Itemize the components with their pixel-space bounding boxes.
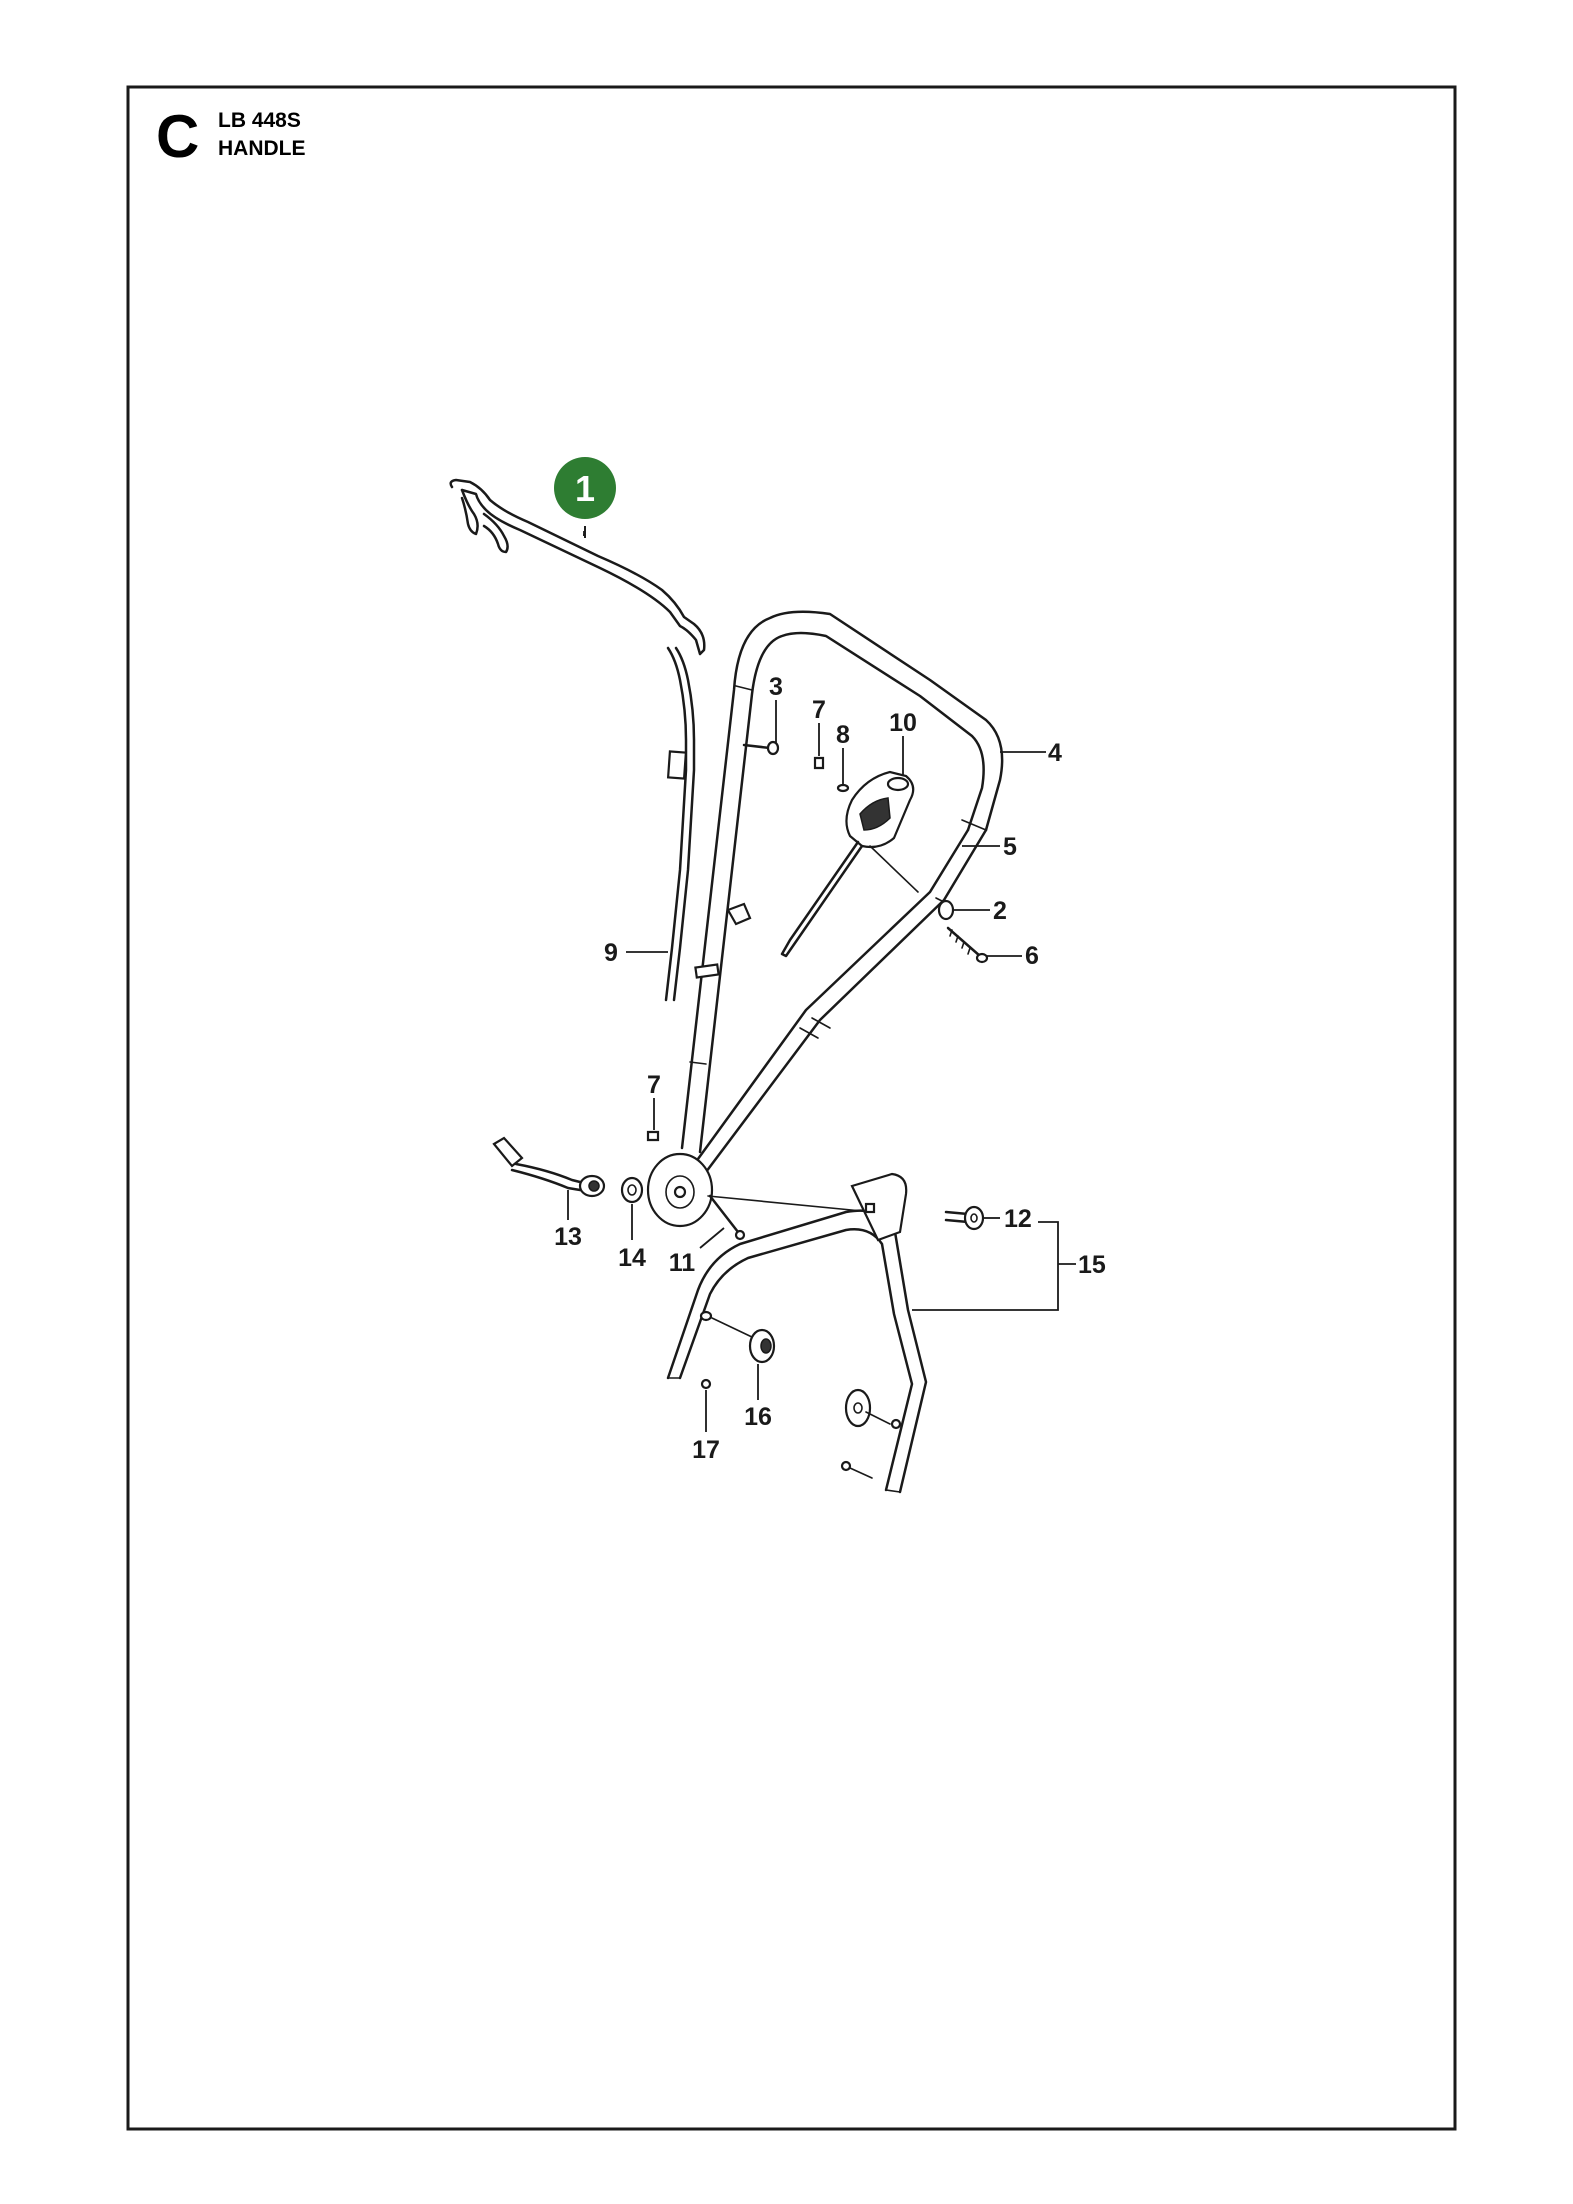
highlight-badge-1: 1 xyxy=(554,457,616,538)
section-title: HANDLE xyxy=(218,137,306,160)
callout-11: 11 xyxy=(669,1249,696,1277)
part-15-lower-frame xyxy=(666,1172,928,1494)
callout-16: 16 xyxy=(744,1403,772,1431)
part-1-bail xyxy=(449,478,706,656)
callout-17: 17 xyxy=(692,1436,720,1464)
part-16-washer xyxy=(711,1317,776,1364)
part-11-bolt xyxy=(708,1194,746,1241)
callout-15: 15 xyxy=(1078,1251,1106,1279)
part-10-control xyxy=(780,770,919,958)
part-13-knob xyxy=(492,1136,606,1198)
part-8-washer xyxy=(836,783,850,793)
page-border xyxy=(126,85,1457,2131)
part-7-screw-upper xyxy=(813,756,825,770)
part-17-screw xyxy=(700,1378,873,1479)
callout-12: 12 xyxy=(1004,1205,1032,1233)
part-14-washer xyxy=(620,1176,644,1204)
part-2-nut xyxy=(937,899,955,921)
callout-4: 4 xyxy=(1048,739,1062,767)
callout-7-upper: 7 xyxy=(812,696,826,724)
part-9-cable xyxy=(664,646,696,1002)
part-16-washer-right xyxy=(844,1388,891,1428)
part-7-screw-lower xyxy=(646,1130,660,1142)
part-4-upper-handle xyxy=(680,610,1004,1154)
callout-5: 5 xyxy=(1003,833,1017,861)
part-3-screw xyxy=(742,743,772,750)
section-letter: C xyxy=(156,103,199,170)
callout-3: 3 xyxy=(769,673,783,701)
part-12-bolt xyxy=(944,1205,985,1231)
handle-hub xyxy=(646,1152,873,1228)
callout-2: 2 xyxy=(993,897,1007,925)
badge-1-label: 1 xyxy=(575,468,595,509)
leader-lines xyxy=(567,526,1076,1432)
callout-10: 10 xyxy=(889,709,917,737)
callout-6: 6 xyxy=(1025,942,1039,970)
part-6-bolt xyxy=(946,926,989,964)
callout-9: 9 xyxy=(604,939,618,967)
part-3-screw-head xyxy=(766,740,780,756)
callout-8: 8 xyxy=(836,721,850,749)
model-name: LB 448S xyxy=(218,109,301,132)
callout-7-lower: 7 xyxy=(647,1071,661,1099)
callout-13: 13 xyxy=(554,1223,582,1251)
callout-14: 14 xyxy=(618,1244,646,1272)
